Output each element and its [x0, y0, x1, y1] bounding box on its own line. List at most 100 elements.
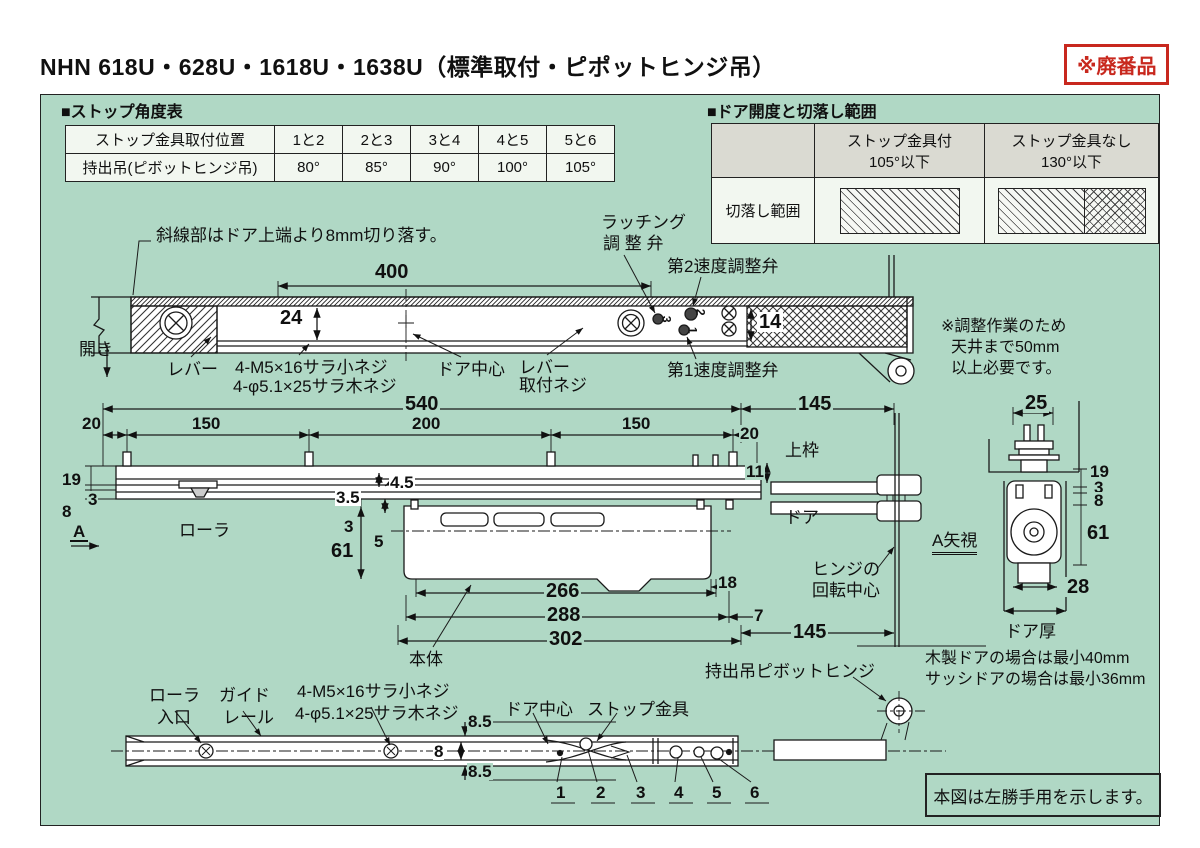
latching-valve-label-2: 調 整 弁 — [603, 234, 664, 253]
with-stop-sub-label: 105°以下 — [868, 153, 931, 171]
dim-18: 18 — [717, 573, 738, 592]
dim-61-section: 61 — [1085, 522, 1112, 544]
dim-19-section: 19 — [1089, 462, 1110, 481]
roller-label: ローラ — [179, 521, 230, 540]
dim-85-bottom: 8.5 — [467, 762, 493, 781]
position-3-4: 3と4 — [410, 125, 479, 154]
cutoff-with-stop-cell — [814, 177, 985, 244]
a-view-label: A矢視 — [932, 531, 978, 556]
stop-position-2: 2 — [595, 783, 607, 802]
discontinued-badge: ※廃番品 — [1064, 44, 1170, 85]
cut-note: 斜線部はドア上端より8mm切り落す。 — [156, 226, 447, 245]
stop-position-1: 1 — [555, 783, 567, 802]
position-4-5: 4と5 — [478, 125, 547, 154]
dim-145-bottom: 145 — [791, 621, 829, 643]
dim-25: 25 — [1023, 392, 1050, 414]
valve-number-1: 1 — [685, 326, 700, 334]
ceiling-note-1: ※調整作業のため — [941, 318, 1067, 335]
cutoff-without-stop-cell — [984, 177, 1159, 244]
dim-5: 5 — [373, 532, 385, 551]
dim-20-right: 20 — [739, 424, 760, 443]
guide-rail-label-2: レール — [223, 708, 274, 727]
stop-position-4: 4 — [673, 783, 685, 802]
valve-number-2: 2 — [693, 308, 708, 316]
door-center-label-plan: ドア中心 — [505, 700, 573, 719]
dim-28: 28 — [1065, 576, 1092, 598]
ceiling-note-2: 天井まで50mm — [951, 339, 1060, 356]
valve-number-3: 3 — [659, 315, 674, 323]
dim-14: 14 — [757, 311, 784, 333]
diagonal-hatch-swatch — [839, 187, 960, 234]
dim-11: 11 — [745, 462, 765, 481]
pivot-hinge-label: 持出吊ピボットヒンジ — [705, 662, 875, 681]
section-arrow-label: A — [70, 523, 89, 542]
dim-3-left: 3 — [87, 490, 99, 509]
cutoff-empty-header — [711, 123, 815, 178]
angle-105: 105° — [546, 153, 615, 182]
diagonal-hatch-part — [998, 188, 1085, 233]
cutoff-row-header: 切落し範囲 — [711, 177, 815, 244]
wood-screw-note: 4-φ5.1×25サラ木ネジ — [233, 377, 397, 396]
stop-angle-col-header: ストップ金具取付位置 — [65, 125, 275, 154]
dim-24: 24 — [278, 307, 305, 329]
dim-150-left: 150 — [191, 414, 222, 433]
cutoff-without-stop-header: ストップ金具なし 130°以下 — [984, 123, 1159, 178]
opening-direction-label: 開き — [79, 340, 113, 359]
dim-85-top: 8.5 — [467, 712, 493, 731]
cutoff-with-stop-header: ストップ金具付 105°以下 — [814, 123, 985, 178]
without-stop-sub-label: 130°以下 — [1040, 153, 1103, 171]
lever-label: レバー — [167, 360, 218, 379]
diagram-board: ■ストップ角度表 ストップ金具取付位置 1と2 2と3 3と4 4と5 5と6 … — [40, 94, 1161, 826]
dim-145-top: 145 — [796, 393, 834, 415]
dim-19-left: 19 — [61, 470, 82, 489]
dim-266: 266 — [544, 580, 582, 602]
plan-view-drawing — [111, 706, 946, 804]
dim-4-5: 4.5 — [389, 473, 415, 492]
position-5-6: 5と6 — [546, 125, 615, 154]
speed-valve-1-label: 第1速度調整弁 — [667, 361, 779, 380]
hinge-center-label-1: ヒンジの — [812, 560, 880, 579]
stop-angle-table: ストップ金具取付位置 1と2 2と3 3と4 4と5 5と6 持出吊(ピボットヒ… — [65, 125, 615, 182]
dim-3-section: 3 — [1093, 478, 1105, 497]
dim-3-mid: 3 — [343, 517, 355, 536]
dim-8-section: 8 — [1093, 491, 1105, 510]
front-view-drawing — [71, 403, 986, 741]
wood-screw-note-plan: 4-φ5.1×25サラ木ネジ — [295, 704, 459, 723]
door-label: ドア — [785, 508, 819, 527]
dim-8-left: 8 — [61, 502, 73, 521]
dim-150-right: 150 — [621, 414, 652, 433]
roller-entry-label-1: ローラ — [149, 686, 200, 705]
lever-screw-label-2: 取付ネジ — [519, 376, 587, 395]
stop-angle-table-title: ■ストップ角度表 — [61, 104, 183, 121]
position-2-3: 2と3 — [342, 125, 411, 154]
handing-note: 本図は左勝手用を示します。 — [933, 787, 1153, 807]
stop-angle-row-header: 持出吊(ピボットヒンジ吊) — [65, 153, 275, 182]
dim-302: 302 — [547, 628, 585, 650]
upper-frame-label: 上枠 — [785, 441, 819, 460]
machine-screw-note-plan: 4-M5×16サラ小ネジ — [297, 682, 450, 701]
dim-288: 288 — [545, 604, 583, 626]
speed-valve-2-label: 第2速度調整弁 — [667, 257, 779, 276]
cross-hatch-part — [1084, 188, 1145, 233]
dim-8-plan: 8 — [433, 742, 445, 761]
angle-100: 100° — [478, 153, 547, 182]
stop-position-3: 3 — [635, 783, 647, 802]
diagram-linework — [71, 240, 1087, 804]
page-title: NHN 618U・628U・1618U・1638U（標準取付・ピポットヒンジ吊） — [40, 54, 776, 80]
hinge-center-label-2: 回転中心 — [812, 581, 880, 600]
dim-61: 61 — [329, 540, 356, 562]
angle-90: 90° — [410, 153, 479, 182]
section-view-drawing — [988, 401, 1087, 615]
dim-20-left: 20 — [81, 414, 102, 433]
sash-door-note: サッシドアの場合は最小36mm — [925, 671, 1146, 688]
top-view-drawing — [91, 240, 915, 385]
door-thickness-label: ドア厚 — [1005, 622, 1056, 641]
position-1-2: 1と2 — [274, 125, 343, 154]
roller-entry-label-2: 入口 — [157, 708, 191, 727]
cutoff-table-title: ■ドア開度と切落し範囲 — [707, 104, 877, 121]
stop-position-6: 6 — [749, 783, 761, 802]
handing-note-box: 本図は左勝手用を示します。 — [925, 773, 1161, 817]
dim-540: 540 — [403, 393, 441, 415]
ceiling-note-3: 以上必要です。 — [951, 360, 1062, 377]
